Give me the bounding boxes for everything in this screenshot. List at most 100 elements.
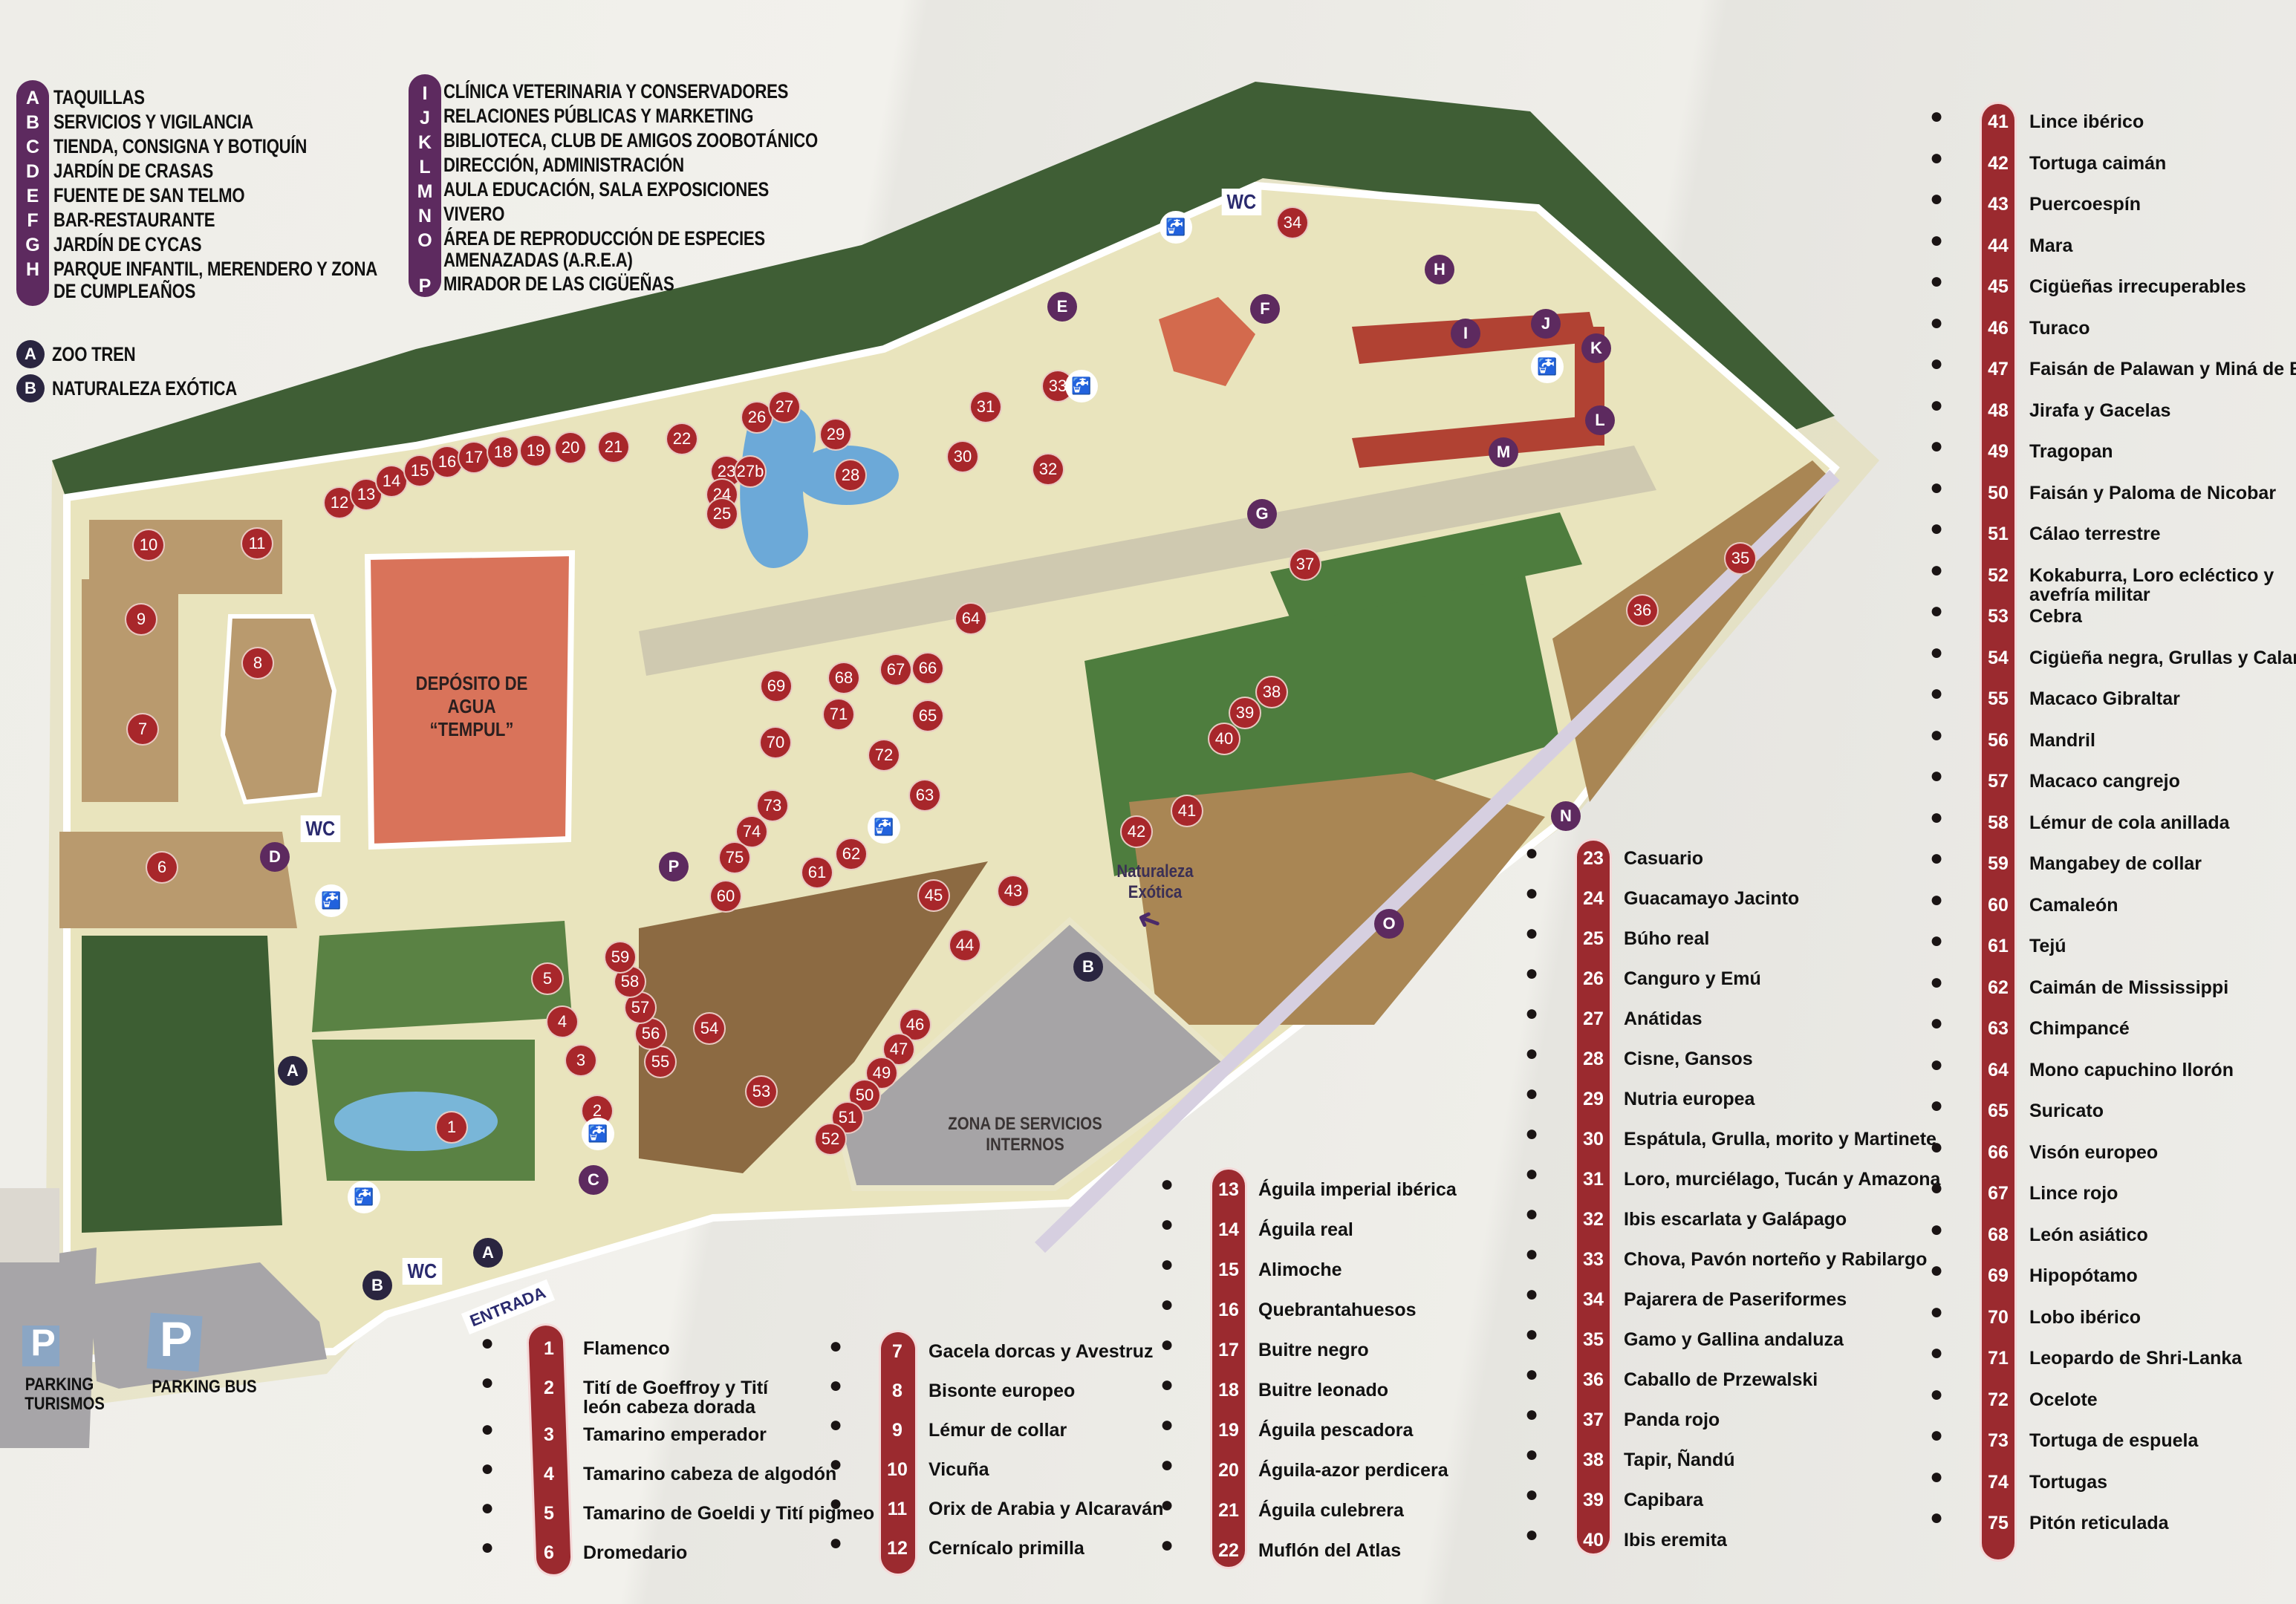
service-marker-i[interactable]: I <box>1451 319 1480 348</box>
enclosure-marker-16[interactable]: 16 <box>432 447 462 477</box>
enclosure-marker-67[interactable]: 67 <box>881 655 911 685</box>
enclosure-marker-65[interactable]: 65 <box>913 701 943 731</box>
enclosure-marker-19[interactable]: 19 <box>521 436 550 466</box>
enclosure-marker-1[interactable]: 1 <box>437 1112 466 1142</box>
service-marker-f[interactable]: F <box>1250 294 1280 324</box>
service-marker-n[interactable]: N <box>1551 801 1581 831</box>
enclosure-marker-69[interactable]: 69 <box>761 671 791 701</box>
enclosure-marker-35[interactable]: 35 <box>1726 544 1755 573</box>
animal-name: Capibara <box>1624 1490 1703 1510</box>
enclosure-marker-20[interactable]: 20 <box>556 433 585 463</box>
enclosure-marker-71[interactable]: 71 <box>824 700 853 729</box>
service-marker-m[interactable]: M <box>1489 437 1518 467</box>
enclosure-marker-39[interactable]: 39 <box>1230 698 1260 728</box>
enclosure-marker-6[interactable]: 6 <box>147 852 177 882</box>
enclosure-marker-37[interactable]: 37 <box>1290 550 1320 579</box>
service-marker-h[interactable]: H <box>1425 255 1454 284</box>
enclosure-marker-31[interactable]: 31 <box>971 392 1001 422</box>
enclosure-marker-45[interactable]: 45 <box>919 881 949 910</box>
enclosure-marker-50[interactable]: 50 <box>850 1080 879 1110</box>
enclosure-marker-27[interactable]: 27 <box>770 392 799 422</box>
enclosure-marker-8[interactable]: 8 <box>243 648 273 678</box>
service-marker-k[interactable]: K <box>1581 333 1611 363</box>
enclosure-marker-70[interactable]: 70 <box>761 728 790 757</box>
service-marker-b[interactable]: B <box>362 1271 392 1300</box>
enclosure-marker-3[interactable]: 3 <box>566 1046 596 1075</box>
wc-sign[interactable]: WC <box>402 1258 442 1285</box>
enclosure-marker-21[interactable]: 21 <box>599 432 628 462</box>
enclosure-marker-30[interactable]: 30 <box>948 442 978 472</box>
enclosure-marker-43[interactable]: 43 <box>998 876 1028 906</box>
enclosure-marker-47[interactable]: 47 <box>884 1034 914 1064</box>
service-marker-o[interactable]: O <box>1374 909 1404 939</box>
enclosure-marker-9[interactable]: 9 <box>126 604 156 634</box>
service-marker-g[interactable]: G <box>1247 499 1277 529</box>
enclosure-marker-40[interactable]: 40 <box>1209 724 1239 754</box>
enclosure-marker-10[interactable]: 10 <box>134 530 163 560</box>
enclosure-marker-59[interactable]: 59 <box>605 942 635 972</box>
enclosure-marker-17[interactable]: 17 <box>459 443 489 472</box>
parking-bus-icon: P <box>159 1311 193 1366</box>
enclosure-marker-66[interactable]: 66 <box>913 653 943 683</box>
enclosure-marker-42[interactable]: 42 <box>1122 817 1151 847</box>
enclosure-marker-73[interactable]: 73 <box>758 791 787 821</box>
animal-name: Cigüeñas irrecuperables <box>2029 276 2246 297</box>
enclosure-marker-26[interactable]: 26 <box>742 402 772 432</box>
enclosure-marker-55[interactable]: 55 <box>645 1047 675 1077</box>
enclosure-marker-52[interactable]: 52 <box>816 1124 845 1154</box>
enclosure-marker-7[interactable]: 7 <box>128 714 157 744</box>
animal-name: Águila culebrera <box>1258 1500 1404 1521</box>
enclosure-marker-22[interactable]: 22 <box>667 424 697 454</box>
enclosure-marker-44[interactable]: 44 <box>950 930 980 960</box>
animal-number: 73 <box>1988 1430 2009 1451</box>
service-marker-l[interactable]: L <box>1585 405 1615 435</box>
enclosure-marker-46[interactable]: 46 <box>900 1010 930 1040</box>
enclosure-marker-36[interactable]: 36 <box>1627 596 1657 625</box>
enclosure-marker-14[interactable]: 14 <box>377 466 406 496</box>
service-key-c: C <box>25 137 40 157</box>
service-marker-b[interactable]: B <box>1073 952 1103 982</box>
enclosure-marker-15[interactable]: 15 <box>405 456 435 486</box>
enclosure-marker-29[interactable]: 29 <box>821 420 851 449</box>
enclosure-marker-61[interactable]: 61 <box>802 858 832 887</box>
enclosure-marker-74[interactable]: 74 <box>737 817 767 847</box>
wc-sign[interactable]: WC <box>1221 189 1261 215</box>
enclosure-marker-56[interactable]: 56 <box>636 1019 666 1049</box>
service-key-l: L <box>419 157 431 177</box>
enclosure-marker-72[interactable]: 72 <box>869 740 899 770</box>
enclosure-marker-64[interactable]: 64 <box>956 604 986 633</box>
enclosure-marker-53[interactable]: 53 <box>747 1077 776 1106</box>
enclosure-marker-63[interactable]: 63 <box>910 780 940 810</box>
enclosure-marker-27b[interactable]: 27b <box>735 457 765 486</box>
enclosure-marker-18[interactable]: 18 <box>488 437 518 467</box>
enclosure-marker-12[interactable]: 12 <box>325 488 354 518</box>
enclosure-marker-62[interactable]: 62 <box>836 839 866 869</box>
enclosure-marker-54[interactable]: 54 <box>695 1014 724 1043</box>
animal-number: 11 <box>887 1499 908 1519</box>
enclosure-marker-28[interactable]: 28 <box>836 460 865 490</box>
service-marker-d[interactable]: D <box>260 842 290 872</box>
service-marker-j[interactable]: J <box>1531 309 1561 339</box>
enclosure-marker-32[interactable]: 32 <box>1033 454 1063 484</box>
enclosure-marker-5[interactable]: 5 <box>533 964 562 994</box>
service-marker-p[interactable]: P <box>659 852 689 881</box>
enclosure-marker-57[interactable]: 57 <box>625 993 655 1023</box>
enclosure-marker-25[interactable]: 25 <box>707 499 737 529</box>
enclosure-marker-41[interactable]: 41 <box>1172 796 1202 826</box>
enclosure-marker-60[interactable]: 60 <box>711 881 741 911</box>
enclosure-marker-11[interactable]: 11 <box>242 529 272 558</box>
service-marker-c[interactable]: C <box>579 1165 608 1195</box>
service-marker-a[interactable]: A <box>473 1238 503 1268</box>
enclosure-marker-34[interactable]: 34 <box>1278 208 1307 238</box>
enclosure-marker-4[interactable]: 4 <box>547 1007 577 1037</box>
enclosure-marker-38[interactable]: 38 <box>1257 677 1287 707</box>
animal-name: Bisonte europeo <box>929 1380 1076 1401</box>
enclosure-marker-13[interactable]: 13 <box>351 480 381 509</box>
service-marker-a[interactable]: A <box>278 1056 308 1086</box>
enclosure-marker-68[interactable]: 68 <box>829 663 859 693</box>
enclosure-marker-75[interactable]: 75 <box>720 843 749 873</box>
service-marker-e[interactable]: E <box>1047 292 1077 322</box>
wc-sign[interactable]: WC <box>300 815 340 842</box>
